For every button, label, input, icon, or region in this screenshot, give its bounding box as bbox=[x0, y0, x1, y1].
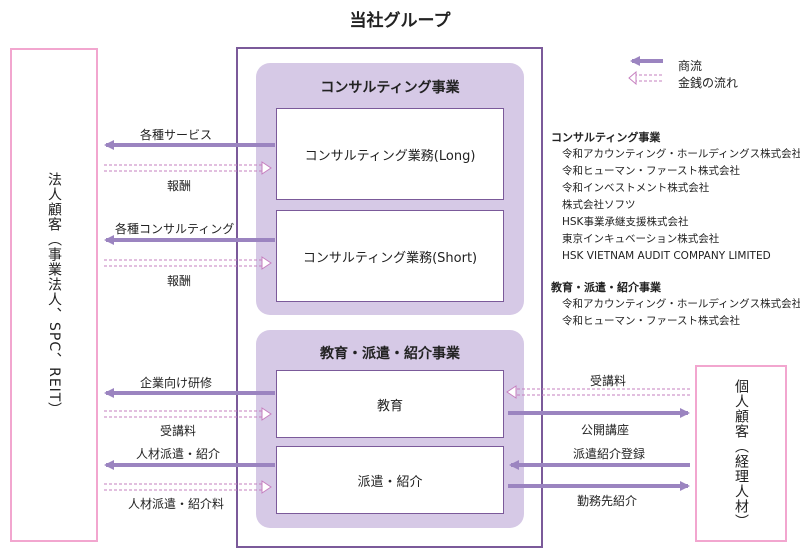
service-consulting-short: コンサルティング業務(Short) bbox=[276, 210, 504, 302]
company-item: 令和アカウンティング・ホールディングス株式会社 bbox=[562, 148, 800, 160]
label-job-introduction: 勤務先紹介 bbox=[577, 494, 638, 508]
arrow-tuition-individual bbox=[506, 385, 690, 399]
service-dispatch: 派遣・紹介 bbox=[276, 446, 504, 514]
label-various-consulting: 各種コンサルティング bbox=[115, 222, 235, 236]
arrow-fee-1 bbox=[104, 161, 272, 175]
label-fee-1: 報酬 bbox=[167, 179, 192, 193]
arrow-staffing-fee bbox=[104, 480, 272, 494]
companies-education-title: 教育・派遣・紹介事業 bbox=[551, 281, 661, 294]
company-item: 株式会社ソフツ bbox=[562, 199, 636, 211]
company-item: 令和ヒューマン・ファースト株式会社 bbox=[562, 165, 740, 177]
label-corporate-training: 企業向け研修 bbox=[140, 376, 213, 390]
service-consulting-long: コンサルティング業務(Long) bbox=[276, 108, 504, 200]
group-box bbox=[236, 47, 543, 548]
companies-list: コンサルティング事業 令和アカウンティング・ホールディングス株式会社 令和ヒュー… bbox=[551, 129, 800, 330]
label-staffing-fee: 人材派遣・紹介料 bbox=[128, 497, 225, 511]
arrow-fee-2 bbox=[104, 256, 272, 270]
individual-customer-label: 個人顧客（経理人材） bbox=[733, 378, 749, 529]
company-item: HSK事業承継支援株式会社 bbox=[562, 216, 689, 228]
company-item: 東京インキュベーション株式会社 bbox=[562, 233, 720, 245]
label-various-services: 各種サービス bbox=[140, 128, 213, 142]
label-staffing: 人材派遣・紹介 bbox=[136, 447, 221, 461]
arrow-tuition-corporate bbox=[104, 407, 272, 421]
legend-commercial-flow: 商流 bbox=[678, 59, 703, 73]
label-fee-2: 報酬 bbox=[167, 274, 192, 288]
legend-dash-arrow bbox=[628, 70, 662, 86]
label-public-course: 公開講座 bbox=[581, 423, 630, 437]
company-item: HSK VIETNAM AUDIT COMPANY LIMITED bbox=[562, 250, 771, 262]
company-item: 令和ヒューマン・ファースト株式会社 bbox=[562, 315, 740, 327]
service-dispatch-label: 派遣・紹介 bbox=[357, 474, 423, 490]
corporate-customer-box: 法人顧客（事業法人、SPC、REIT） bbox=[10, 48, 98, 542]
legend-money-flow: 金銭の流れ bbox=[678, 76, 739, 90]
education-section-title: 教育・派遣・紹介事業 bbox=[320, 346, 460, 362]
service-consulting-long-label: コンサルティング業務(Long) bbox=[304, 148, 476, 164]
diagram-title: 当社グループ bbox=[349, 11, 451, 31]
companies-consulting-title: コンサルティング事業 bbox=[551, 131, 661, 144]
service-education-label: 教育 bbox=[376, 398, 403, 414]
consulting-section: コンサルティング事業 コンサルティング業務(Long) コンサルティング業務(S… bbox=[256, 63, 524, 315]
label-tuition-individual: 受講料 bbox=[590, 374, 627, 388]
education-section: 教育・派遣・紹介事業 教育 派遣・紹介 bbox=[256, 330, 524, 528]
company-item: 令和アカウンティング・ホールディングス株式会社 bbox=[562, 298, 800, 310]
label-registration: 派遣紹介登録 bbox=[573, 447, 646, 461]
consulting-section-title: コンサルティング事業 bbox=[320, 80, 460, 96]
label-tuition-corporate: 受講料 bbox=[160, 424, 197, 438]
individual-customer-box: 個人顧客（経理人材） bbox=[695, 365, 787, 542]
corporate-customer-label: 法人顧客（事業法人、SPC、REIT） bbox=[46, 172, 62, 418]
service-consulting-short-label: コンサルティング業務(Short) bbox=[302, 250, 478, 266]
company-item: 令和インベストメント株式会社 bbox=[562, 182, 710, 194]
service-education: 教育 bbox=[276, 370, 504, 438]
